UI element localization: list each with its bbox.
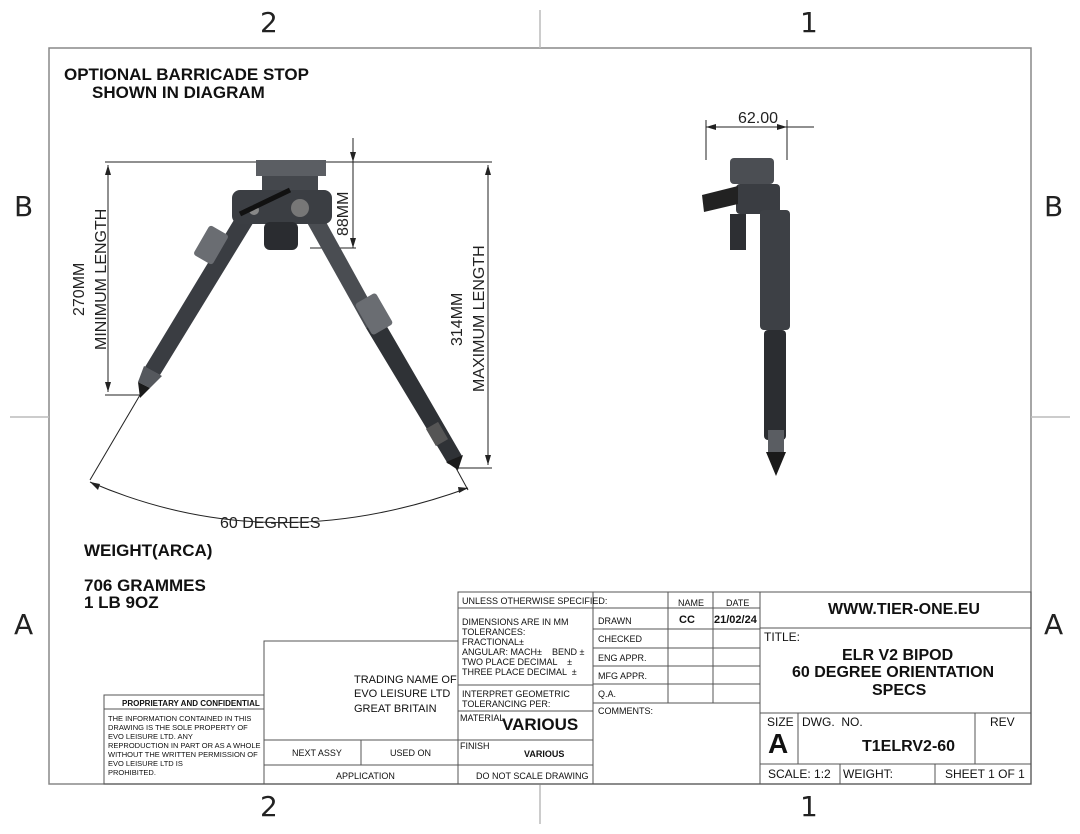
interpret-line2: TOLERANCING PER: [462,699,551,709]
proprietary-line4: REPRODUCTION IN PART OR AS A WHOLE [108,741,261,750]
tolerances: TOLERANCES: [462,627,526,637]
checked-label: CHECKED [598,634,643,644]
weight-pounds: 1 LB 9OZ [84,593,159,612]
drawn-name: CC [679,614,695,626]
interpret-line1: INTERPRET GEOMETRIC [462,689,570,699]
rev-label: REV [990,715,1015,729]
application: APPLICATION [336,771,395,781]
zone-label-left-b: B [14,190,34,223]
scale-label: SCALE: 1:2 [768,767,831,781]
three-place: THREE PLACE DECIMAL ± [462,667,577,677]
title-line1: ELR V2 BIPOD [842,647,954,664]
zone-label-top-2: 2 [260,6,278,39]
zone-label-bottom-2: 2 [260,790,278,823]
drawn-date: 21/02/24 [714,614,757,626]
mfg-appr-label: MFG APPR. [598,671,648,681]
eng-appr-label: ENG APPR. [598,653,647,663]
max-length-value: 314MM [449,293,466,346]
finish-label: FINISH [460,741,490,751]
zone-label-right-b: B [1044,190,1064,223]
two-place: TWO PLACE DECIMAL ± [462,657,573,667]
head-height-value: 88MM [335,192,352,236]
sheet-label: SHEET 1 OF 1 [945,767,1025,781]
angular: ANGULAR: MACH± BEND ± [462,647,585,657]
size-value: A [768,728,789,759]
name-column: NAME [678,598,705,608]
zone-label-bottom-1: 1 [800,790,818,823]
barricade-note-line1: OPTIONAL BARRICADE STOP [64,65,309,84]
title-line2: 60 DEGREE ORIENTATION [792,664,995,681]
fractional: FRACTIONAL± [462,637,524,647]
do-not-scale: DO NOT SCALE DRAWING [476,771,589,781]
barricade-note-line2: SHOWN IN DIAGRAM [92,83,265,102]
trading-name-line3: GREAT BRITAIN [354,703,437,715]
min-length-label: MINIMUM LENGTH [93,209,110,350]
proprietary-line6: EVO LEISURE LTD IS [108,759,183,768]
proprietary-title: PROPRIETARY AND CONFIDENTIAL [122,699,260,708]
material-value: VARIOUS [502,715,579,734]
trading-name-line2: EVO LEISURE LTD [354,688,451,700]
zone-label-top-1: 1 [800,6,818,39]
zone-label-right-a: A [1044,608,1064,641]
proprietary-line1: THE INFORMATION CONTAINED IN THIS [108,714,252,723]
proprietary-line3: EVO LEISURE LTD. ANY [108,732,193,741]
dwg-no-value: T1ELRV2-60 [862,738,956,755]
angle-label: 60 DEGREES [220,515,320,532]
min-length-value: 270MM [71,263,88,316]
proprietary-line5: WITHOUT THE WRITTEN PERMISSION OF [108,750,258,759]
date-column: DATE [726,598,750,608]
proprietary-line2: DRAWING IS THE SOLE PROPERTY OF [108,723,248,732]
bipod-front-view: 270MM MINIMUM LENGTH 314MM MAXIMUM LENGT… [71,138,492,532]
company-website: WWW.TIER-ONE.EU [828,601,980,618]
used-on: USED ON [390,748,432,758]
trading-name-line1: TRADING NAME OF [354,674,457,686]
zone-label-left-a: A [14,608,34,641]
dims-mm: DIMENSIONS ARE IN MM [462,617,569,627]
drawn-label: DRAWN [598,616,632,626]
title-line3: SPECS [872,682,927,699]
weight-title: WEIGHT(ARCA) [84,541,213,560]
dwg-no-label: DWG. NO. [802,715,863,729]
comments-label: COMMENTS: [598,706,653,716]
qa-label: Q.A. [598,689,617,699]
weight-label: WEIGHT: [843,767,893,781]
bipod-side-view: 62.00 [702,110,814,476]
size-label: SIZE [767,715,794,729]
width-dimension: 62.00 [738,110,778,127]
weight-grams: 706 GRAMMES [84,576,206,595]
max-length-label: MAXIMUM LENGTH [471,245,488,392]
material-label: MATERIAL [460,713,505,723]
next-assy: NEXT ASSY [292,748,342,758]
unless-specified: UNLESS OTHERWISE SPECIFIED: [462,596,608,606]
title-label: TITLE: [764,630,801,644]
proprietary-line7: PROHIBITED. [108,768,156,777]
finish-value: VARIOUS [524,749,565,759]
